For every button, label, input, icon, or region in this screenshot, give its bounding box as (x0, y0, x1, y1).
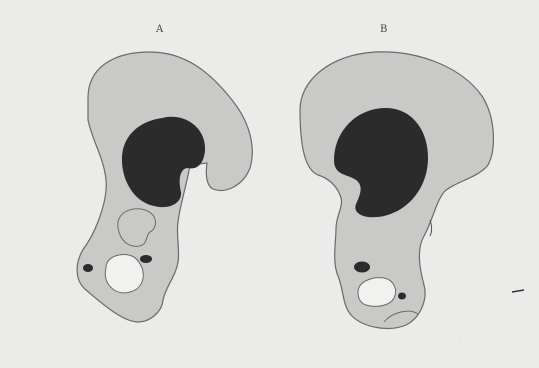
bone-a-spot-left (83, 264, 93, 272)
bone-b-spot-left (354, 262, 370, 273)
bone-b-spot-right (398, 293, 406, 300)
bone-a (77, 52, 252, 322)
bone-b-stray-mark (430, 220, 432, 236)
bone-b-opening (358, 278, 396, 307)
bone-a-opening (105, 255, 143, 293)
bone-a-cavity (122, 117, 205, 207)
bone-a-spot-right (140, 255, 152, 263)
edge-dash (512, 290, 524, 292)
bone-b (300, 52, 493, 329)
